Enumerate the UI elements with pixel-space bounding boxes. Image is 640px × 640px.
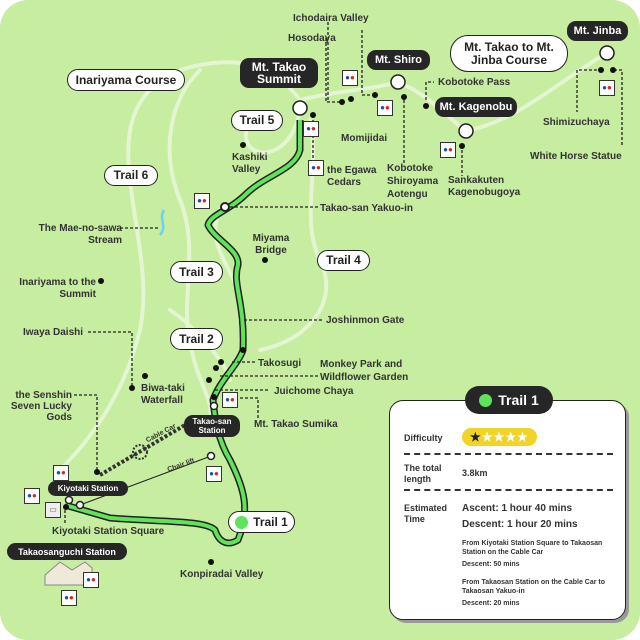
difficulty-label: Difficulty: [404, 433, 443, 443]
place-kiyotaki-station-square: Kiyotaki Station Square: [52, 526, 165, 537]
label-trail-4[interactable]: Trail 4: [317, 250, 370, 271]
toilet-icon: ●●: [194, 193, 210, 209]
place-ichodaira-valley: Ichodaira Valley: [293, 13, 369, 24]
place-joshinmon-gate: Joshinmon Gate: [326, 315, 405, 326]
toilet-icon: ●●: [303, 121, 319, 137]
toilet-icon: ●●: [222, 392, 238, 408]
trail-info-card: Difficulty ★★★★★ The total length 3.8km …: [389, 400, 626, 620]
place-aotengu: Kobotoke Shiroyama Aotengu: [387, 163, 439, 200]
station-building: [44, 561, 93, 586]
toilet-icon: ●●: [440, 142, 456, 158]
place-takosugi: Takosugi: [258, 358, 302, 369]
place-momijidai: Momijidai: [341, 133, 388, 144]
note-cable-car: From Kiyotaki Station Square to Takaosan…: [462, 540, 603, 556]
place-monkey-park: Monkey Park and Wildflower Garden: [320, 359, 409, 383]
difficulty-row: Difficulty ★★★★★: [404, 428, 613, 447]
place-miyama-bridge: Miyama Bridge: [252, 233, 290, 256]
cable-car-line: [98, 423, 187, 477]
station-takao-san[interactable]: Takao-san Station: [184, 415, 240, 437]
descent-time: Descent: 1 hour 20 mins: [462, 519, 578, 530]
place-kashiki-valley: Kashiki Valley: [232, 152, 268, 175]
place-white-horse-statue: White Horse Statue: [530, 151, 622, 162]
toilet-icon: ●●: [83, 572, 99, 588]
toilet-icon: ●●: [206, 466, 222, 482]
peak-markers: [64, 45, 615, 510]
trail-1-text: Trail 1: [253, 514, 288, 529]
toilet-icon: ●●: [599, 80, 615, 96]
place-egawa-cedars: the Egawa Cedars: [327, 165, 377, 188]
place-sankakuten: Sankakuten Kagenobugoya: [448, 175, 521, 198]
point-markers: [63, 67, 616, 565]
place-hosodaya: Hosodaya: [288, 33, 336, 44]
leader-lines: [64, 22, 623, 525]
place-kobotoke-pass: Kobotoke Pass: [438, 77, 511, 88]
label-jinba-course[interactable]: Mt. Takao to Mt. Jinba Course: [450, 35, 568, 72]
divider: [404, 489, 613, 491]
toilet-icon: ●●: [308, 160, 324, 176]
place-juichome-chaya: Juichome Chaya: [274, 386, 354, 397]
peak-mt-jinba[interactable]: Mt. Jinba: [567, 21, 628, 41]
station-takaosanguchi[interactable]: Takaosanguchi Station: [7, 543, 127, 560]
length-value: 3.8km: [462, 468, 488, 478]
toilet-icon: ●●: [24, 488, 40, 504]
label-trail-2[interactable]: Trail 2: [170, 328, 223, 350]
mae-no-sawa-stream: [158, 209, 166, 236]
trail-inariyama: [58, 88, 152, 472]
place-mae-no-sawa-stream: The Mae-no-sawa Stream: [38, 223, 122, 246]
label-trail-1[interactable]: Trail 1: [228, 511, 295, 533]
trail-6: [167, 68, 213, 422]
peak-mt-shiro[interactable]: Mt. Shiro: [367, 50, 430, 70]
trail-1-color-dot: [479, 393, 493, 407]
label-trail-6[interactable]: Trail 6: [104, 165, 158, 186]
smoking-area-icon: ▭: [45, 502, 61, 518]
note-yakuo-in: From Takaosan Station on the Cable Car t…: [462, 579, 606, 595]
place-mt-takao-sumika: Mt. Takao Sumika: [254, 419, 338, 430]
peak-mt-kagenobu[interactable]: Mt. Kagenobu: [435, 97, 517, 117]
chair-lift-line: [79, 455, 212, 506]
label-inariyama-course[interactable]: Inariyama Course: [67, 69, 185, 91]
place-yakuo-in: Takao-san Yakuo-in: [320, 203, 413, 214]
time-label: Estimated Time: [404, 503, 448, 524]
card-title: Trail 1: [465, 386, 553, 414]
ascent-time: Ascent: 1 hour 40 mins: [462, 503, 573, 514]
peak-mt-takao-summit[interactable]: Mt. Takao Summit: [240, 58, 318, 88]
trail-5: [243, 108, 302, 155]
place-biwa-taki-waterfall: Biwa-taki Waterfall: [141, 383, 185, 406]
place-senshin-seven-lucky-gods: the Senshin Seven Lucky Gods: [10, 390, 72, 423]
divider: [404, 453, 613, 455]
toilet-icon: ●●: [342, 70, 358, 86]
length-label: The total length: [404, 463, 442, 484]
card-title-text: Trail 1: [498, 392, 539, 408]
trail-1-color-dot: [235, 515, 249, 529]
note-cable-car-descent: Descent: 50 mins: [462, 561, 520, 568]
difficulty-stars: ★★★★★: [462, 428, 537, 446]
toilet-icon: ●●: [377, 100, 393, 116]
toilet-icon: ●●: [61, 590, 77, 606]
label-trail-3[interactable]: Trail 3: [170, 261, 223, 283]
station-kiyotaki[interactable]: Kiyotaki Station: [48, 481, 128, 496]
label-trail-5[interactable]: Trail 5: [231, 110, 283, 131]
place-iwaya-daishi: Iwaya Daishi: [23, 327, 84, 338]
toilet-icon: ●●: [53, 465, 69, 481]
place-shimizuchaya: Shimizuchaya: [543, 117, 610, 128]
note-yakuo-in-descent: Descent: 20 mins: [462, 600, 520, 607]
place-inariyama-to-summit: Inariyama to the Summit: [19, 277, 96, 300]
place-konpiradai-valley: Konpiradai Valley: [180, 569, 264, 580]
